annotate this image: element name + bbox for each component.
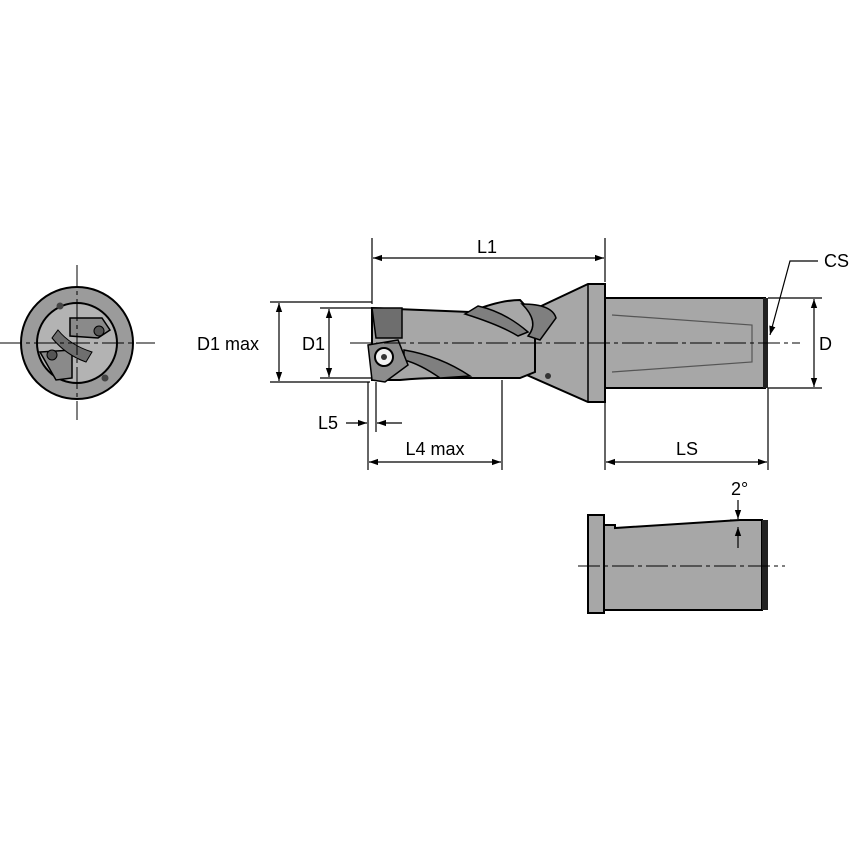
label-l4-max: L4 max: [405, 439, 464, 459]
detail-shank-end-band: [762, 520, 768, 610]
flute-lower: [403, 349, 473, 379]
label-cs: CS: [824, 251, 849, 271]
insert-screw-center: [381, 354, 387, 360]
flute-groove: [463, 305, 530, 337]
dimensions: [270, 238, 822, 470]
end-view-hole-bottom: [101, 374, 109, 382]
flute-cut: [520, 303, 557, 341]
drill-side-view: [350, 283, 800, 403]
label-ls: LS: [676, 439, 698, 459]
end-view-hole-top: [56, 302, 64, 310]
end-view: [0, 265, 155, 420]
coolant-hole: [545, 373, 551, 379]
label-l5: L5: [318, 413, 338, 433]
label-l1: L1: [477, 237, 497, 257]
cs-leader: [769, 260, 818, 336]
insert-top: [371, 307, 403, 339]
label-angle: 2°: [731, 479, 748, 499]
label-d: D: [819, 334, 832, 354]
label-d1: D1: [302, 334, 325, 354]
label-d1-max: D1 max: [197, 334, 259, 354]
end-view-screw-bottom: [46, 349, 58, 361]
detail-collar: [587, 514, 605, 614]
end-view-flute: [51, 329, 93, 363]
end-view-screw-top: [93, 325, 105, 337]
shank-detail-view: [578, 500, 785, 614]
